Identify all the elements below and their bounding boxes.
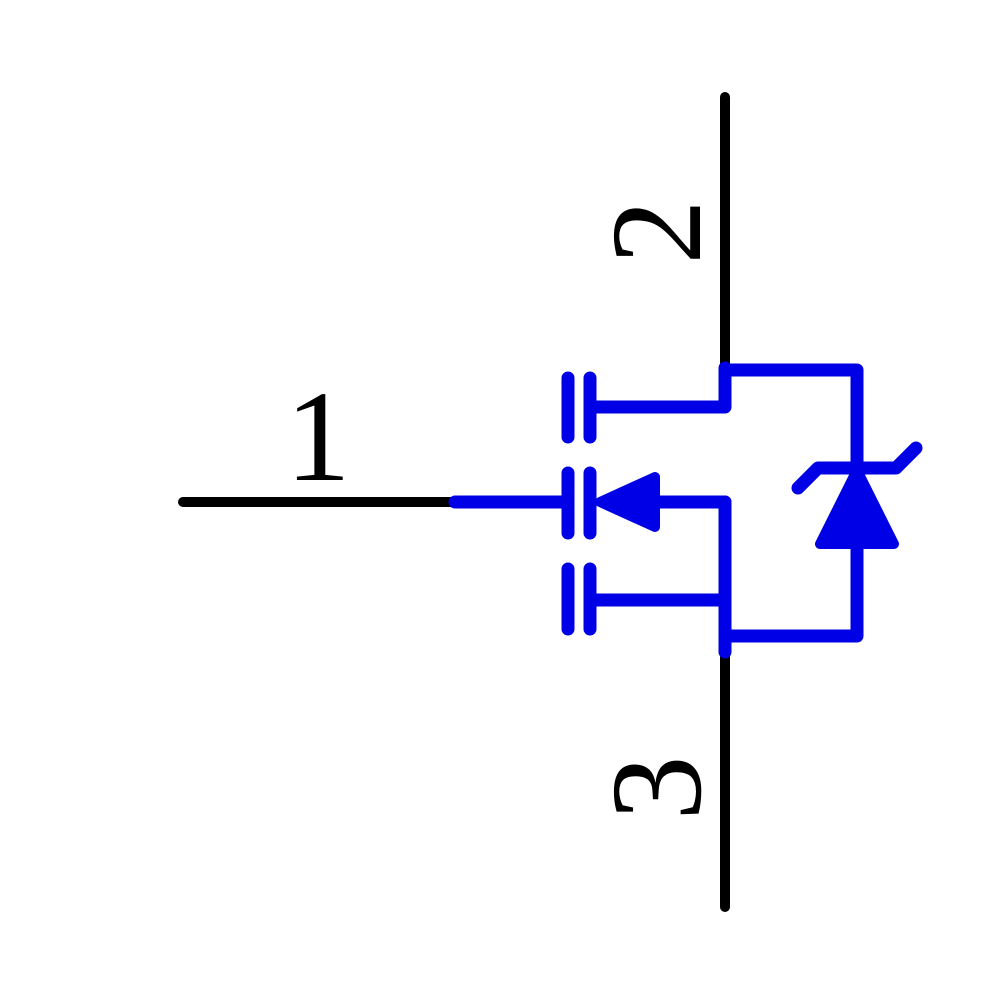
pin2-label: 2 — [585, 200, 729, 265]
diode-anode-rail — [718, 537, 864, 643]
pin3-label: 3 — [585, 756, 729, 821]
diode-triangle — [815, 465, 899, 549]
diode-cathode-rail — [718, 363, 864, 475]
pin1-label: 1 — [286, 365, 351, 509]
drain-connection — [583, 361, 732, 414]
